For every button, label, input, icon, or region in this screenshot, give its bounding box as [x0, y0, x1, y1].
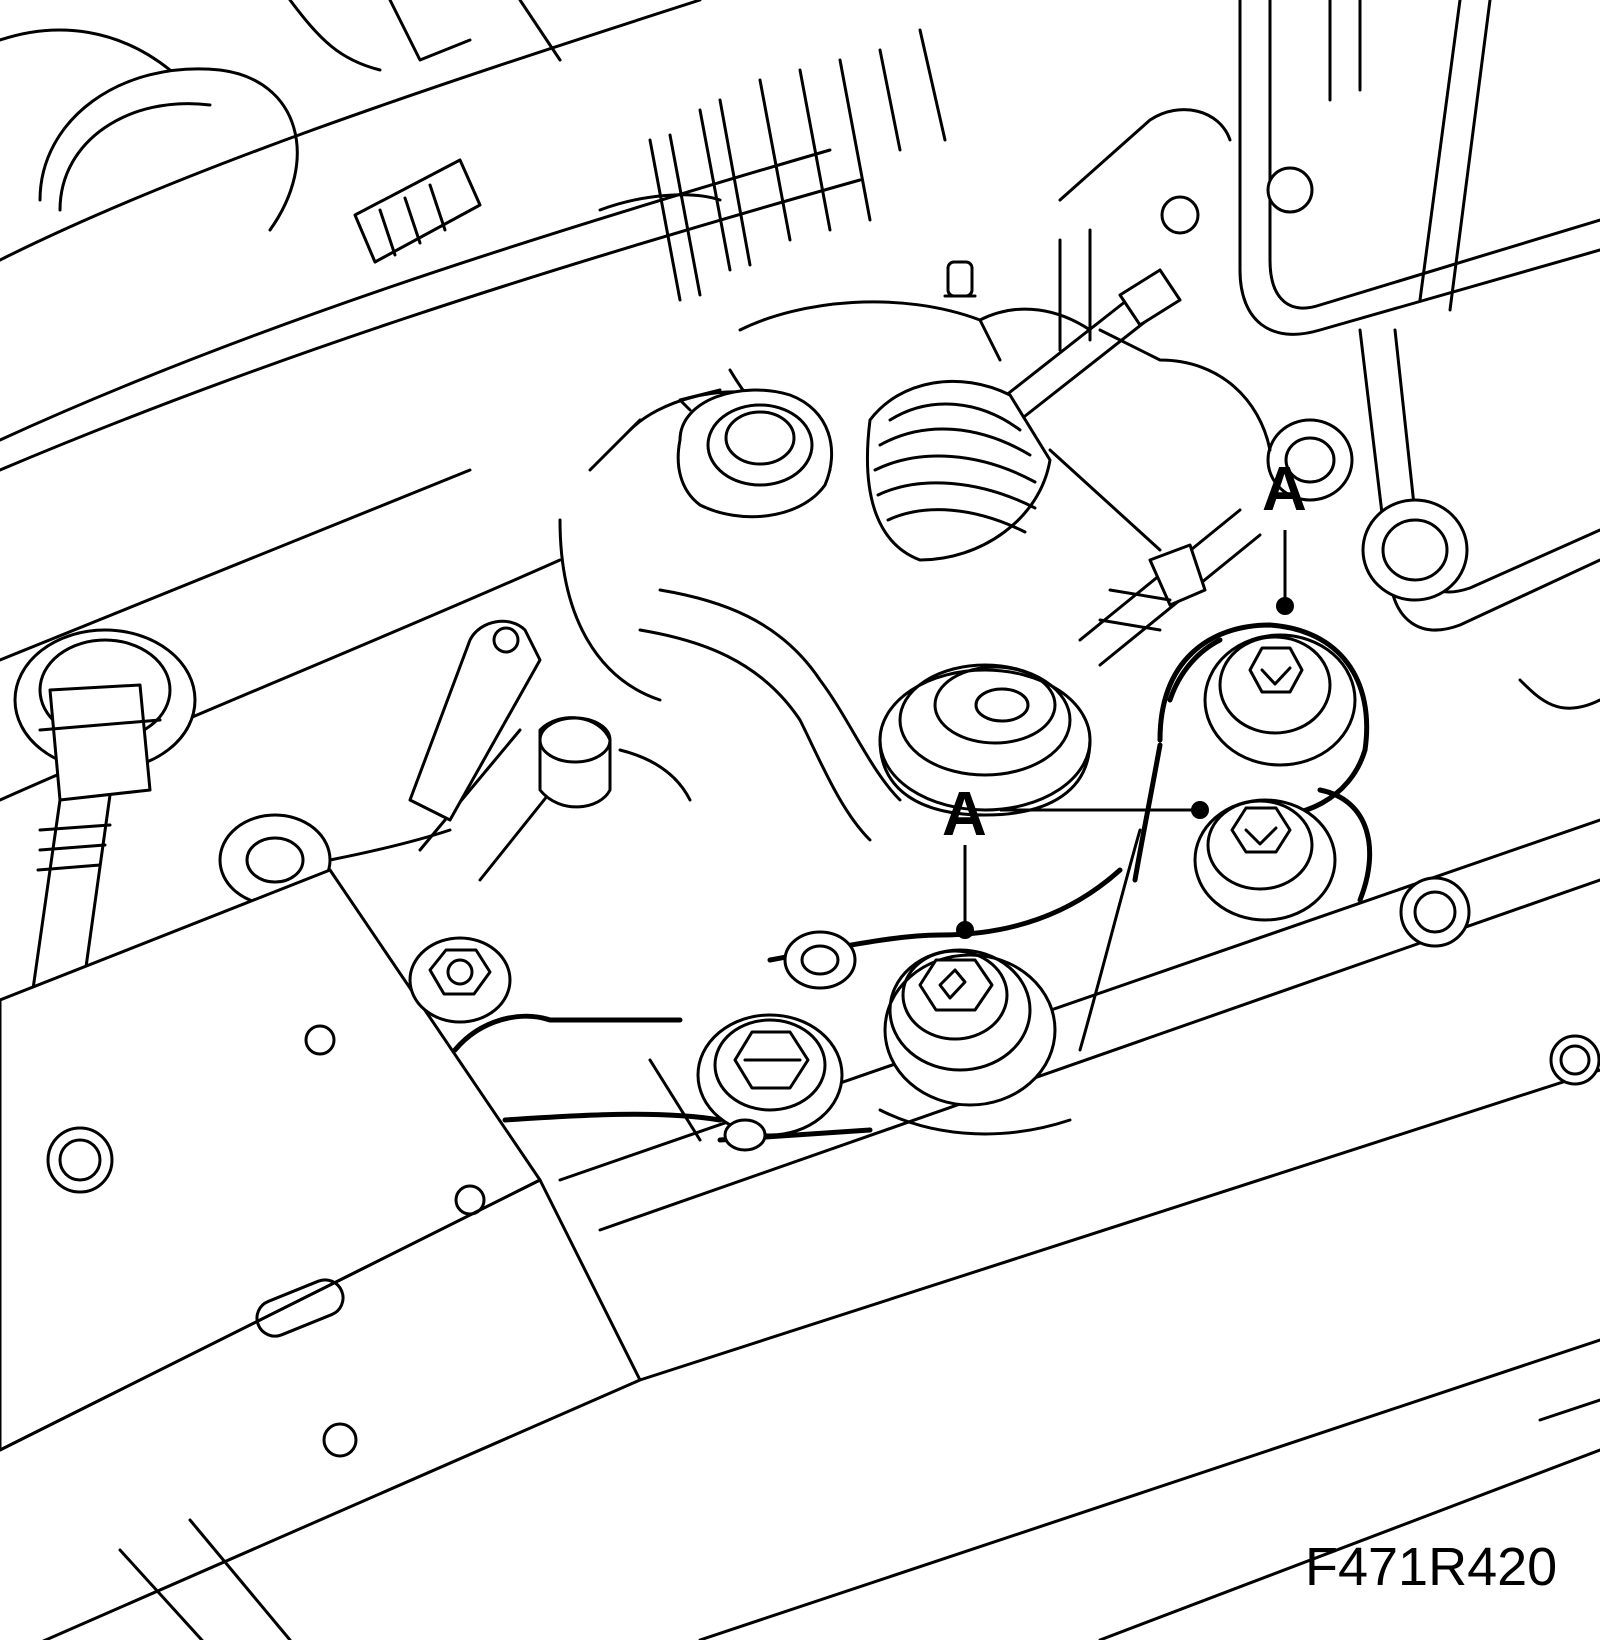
callout-a-middle-group: A [942, 780, 1209, 939]
callout-a-top-label: A [1262, 455, 1307, 524]
sensor-connector-left [13, 628, 197, 1012]
actuator-cylinder [538, 716, 692, 809]
callout-a-top-group: A [1262, 455, 1307, 615]
center-mount-bushing [878, 663, 1092, 817]
connector-block [353, 158, 482, 264]
callout-a-middle-label: A [942, 780, 987, 849]
figure-id: F471R420 [1305, 1537, 1557, 1597]
bracket-nut-left [408, 936, 512, 1024]
bolt-right-middle [1193, 787, 1373, 922]
callout-a-top-dot [1276, 597, 1294, 615]
vent-cap [943, 260, 977, 298]
crossmember-bottom-right [558, 678, 1600, 1640]
bolt-a-lower-center [883, 948, 1057, 1107]
pipe-clamps-right [1266, 418, 1469, 602]
fill-plug-housing [676, 388, 833, 519]
wiring-harness-right [1132, 637, 1223, 883]
lower-strut [408, 619, 542, 822]
shift-rod-boot [866, 379, 1052, 562]
shift-linkage [998, 268, 1262, 667]
lower-clamp-bracket [452, 1013, 873, 1152]
mount-bracket-body [767, 828, 1142, 1136]
subframe-plate [0, 868, 642, 1640]
callout-a-lower-dot [956, 921, 974, 939]
callout-a-right-dot [1191, 801, 1209, 819]
bolt-a-upper-right [1157, 622, 1370, 819]
upper-bracket-fins [598, 28, 947, 302]
